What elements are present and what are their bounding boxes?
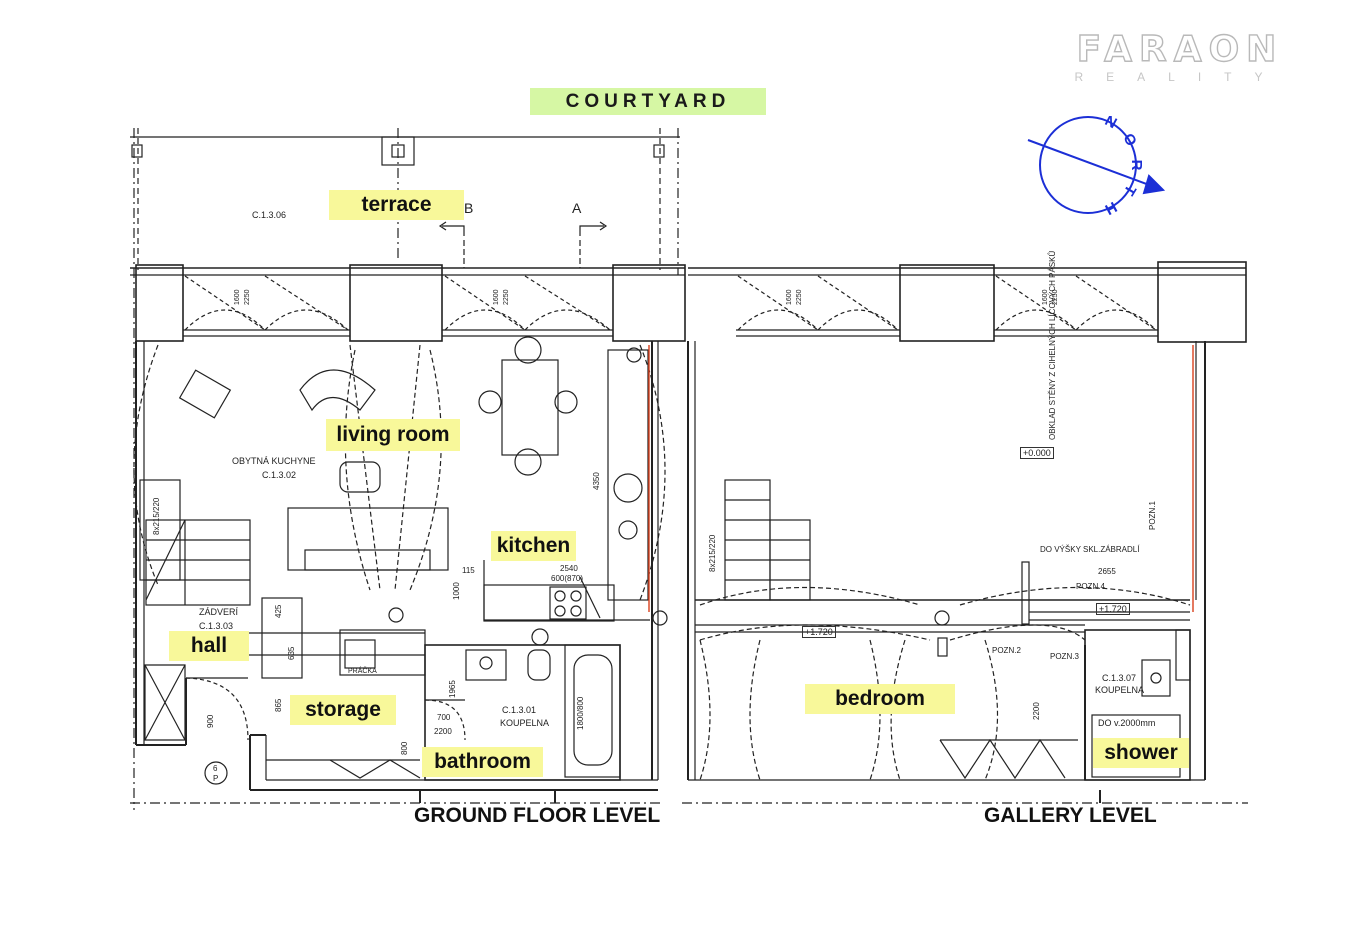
dim-4350: 4350 (592, 472, 601, 490)
brand-name: FARAON (1076, 29, 1284, 70)
stair-note-gallery: 8x215/220 (708, 534, 717, 572)
washer-note: PRÁČKA (348, 668, 377, 675)
room-label-kitchen: kitchen (491, 531, 576, 561)
room-label-terrace: terrace (329, 190, 464, 220)
dim-1600-b: 1600 (493, 289, 500, 305)
dim-425: 425 (274, 604, 283, 618)
courtyard-label: COURTYARD (530, 88, 766, 115)
dim-2200: 2200 (434, 727, 452, 736)
dim-2540: 2540 (560, 564, 578, 573)
dim-2655: 2655 (1098, 567, 1116, 576)
railing-note: DO VÝŠKY SKL.ZÁBRADLÍ (1040, 545, 1140, 554)
door-tag-letter: P (213, 774, 219, 783)
dim-115: 115 (462, 566, 475, 575)
wall-note: OBKLAD STĚNY Z CIHELNÝCH LÍCOVÝCH PÁSKŮ (1048, 250, 1057, 440)
room-label-bathroom: bathroom (422, 747, 543, 777)
room-label-storage: storage (290, 695, 396, 725)
room-label-bedroom: bedroom (805, 684, 955, 714)
brand-subtitle: REALITY (1074, 70, 1286, 84)
compass-letter: H (1102, 198, 1120, 218)
compass-letter: R (1128, 160, 1145, 171)
compass-letter: N (1102, 116, 1120, 132)
name-bath: KOUPELNA (500, 718, 550, 728)
dim-1000: 1000 (452, 582, 461, 600)
dim-1965: 1965 (448, 680, 457, 698)
code-hall: C.1.3.03 (199, 621, 234, 631)
level-mark-gallery-b: +1.720 (1096, 603, 1130, 615)
room-label-hall: hall (169, 631, 249, 661)
dim-1600-c: 1600 (786, 289, 793, 305)
dim-1600-d: 1600 (1042, 289, 1049, 305)
dim-600: 600(870) (551, 574, 584, 583)
dim-2250-c: 2250 (796, 289, 803, 305)
compass-icon (1027, 116, 1166, 214)
caption-gallery-level: GALLERY LEVEL (984, 804, 1157, 827)
dim-800: 800 (400, 741, 409, 755)
section-marker-b: B (464, 200, 474, 216)
caption-ground-floor: GROUND FLOOR LEVEL (414, 804, 661, 827)
level-mark-gallery-a: +1.720 (802, 626, 836, 638)
compass-letter: T (1120, 182, 1139, 199)
code-gallery-bath: C.1.3.07 (1102, 673, 1137, 683)
section-marker-a: A (572, 200, 582, 216)
dim-865: 865 (274, 698, 283, 712)
level-mark-zero: +0.000 (1020, 447, 1054, 459)
code-bath: C.1.3.01 (502, 705, 537, 715)
note-pos4: POZN.4 (1076, 582, 1105, 591)
note-pos2: POZN.2 (992, 646, 1021, 655)
dim-2250-b: 2250 (503, 289, 510, 305)
code-kitchen: C.1.3.02 (262, 470, 297, 480)
dim-2200-gallery: 2200 (1032, 702, 1041, 720)
name-hall: ZÁDVERÍ (199, 607, 239, 617)
dim-1600-a: 1600 (234, 289, 241, 305)
room-label-living-room: living room (326, 419, 460, 451)
compass-letter: O (1119, 131, 1140, 150)
dim-2250-a: 2250 (244, 289, 251, 305)
code-terrace: C.1.3.06 (252, 210, 287, 220)
name-gallery-bath: KOUPELNA (1095, 685, 1145, 695)
door-tag-number: 6 (213, 764, 218, 773)
dim-2250-d: 2250 (1052, 289, 1059, 305)
note-pos3: POZN.3 (1050, 652, 1079, 661)
dim-700: 700 (437, 713, 451, 722)
door-note: DO v.2000mm (1098, 718, 1156, 728)
dim-bathtub: 1800/800 (576, 696, 585, 730)
note-pos1: POZN.1 (1148, 501, 1157, 530)
room-label-shower: shower (1093, 738, 1189, 768)
dim-900: 900 (206, 714, 215, 728)
name-kitchen: OBYTNÁ KUCHYNE (232, 456, 316, 466)
brand-logo: FARAON REALITY (1050, 29, 1310, 90)
stair-note-ground: 8x215/220 (152, 497, 161, 535)
dim-635: 635 (287, 646, 296, 660)
